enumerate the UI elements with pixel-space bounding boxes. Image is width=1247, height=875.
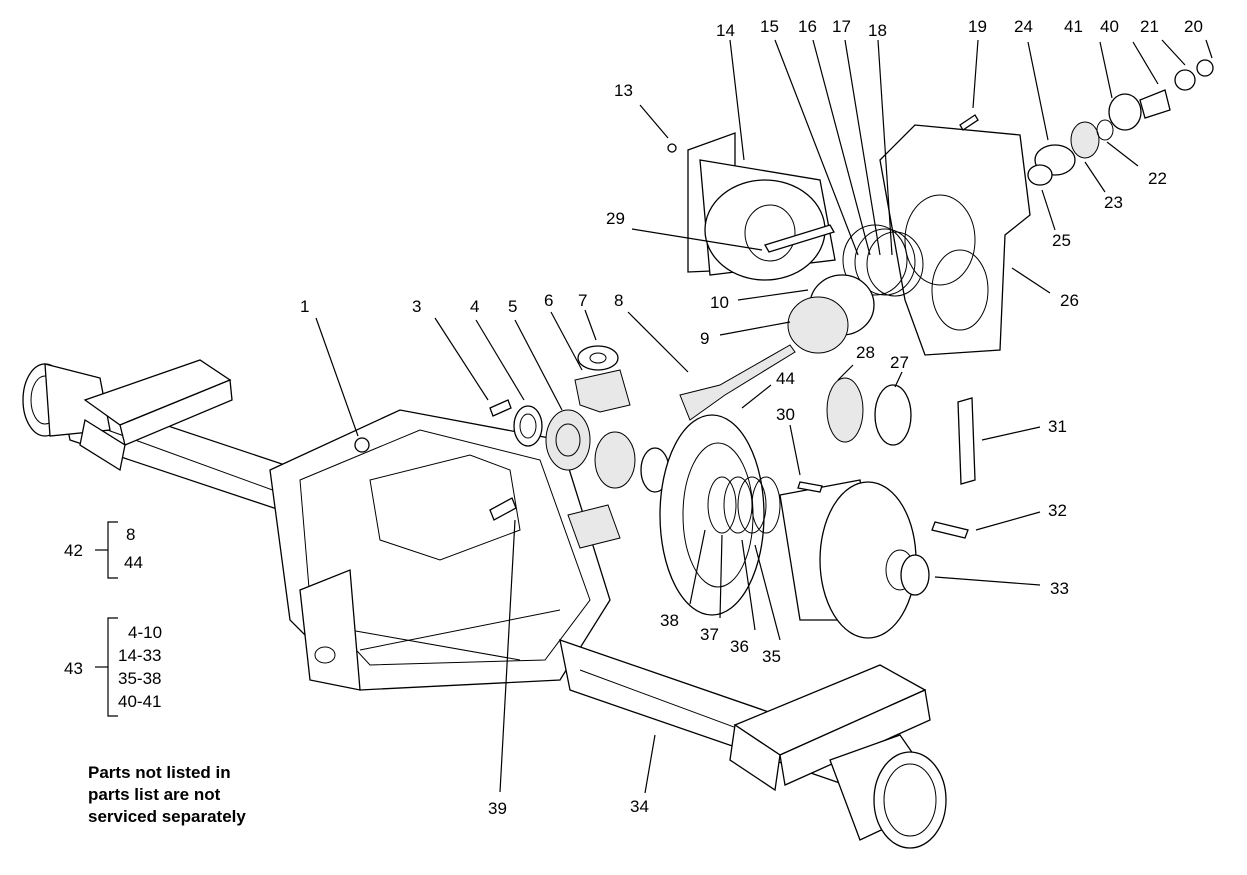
callout-20: 20 [1184, 17, 1203, 36]
callout-19: 19 [968, 17, 987, 36]
service-note-line: parts list are not [88, 785, 221, 804]
callout-21: 21 [1140, 17, 1159, 36]
callout-29: 29 [606, 209, 625, 228]
gear-case-drawing [667, 59, 1214, 356]
callout-23: 23 [1104, 193, 1123, 212]
callout-10: 10 [710, 293, 729, 312]
callout-17: 17 [832, 17, 851, 36]
group-42-label: 42 [64, 541, 83, 560]
callout-34: 34 [630, 797, 649, 816]
callout-37: 37 [700, 625, 719, 644]
callout-7: 7 [578, 291, 587, 310]
leader-lines [95, 39, 1213, 794]
callout-27: 27 [890, 353, 909, 372]
callout-25: 25 [1052, 231, 1071, 250]
callout-32: 32 [1048, 501, 1067, 520]
callout-6: 6 [544, 291, 553, 310]
callout-15: 15 [760, 17, 779, 36]
callout-36: 36 [730, 637, 749, 656]
group-43-item: 40-41 [118, 692, 161, 711]
callout-labels: 1 3 4 5 6 7 8 9 10 13 14 15 16 17 18 19 … [300, 17, 1203, 818]
callout-13: 13 [614, 81, 633, 100]
callout-40: 40 [1100, 17, 1119, 36]
callout-22: 22 [1148, 169, 1167, 188]
callout-8: 8 [614, 291, 623, 310]
group-43-item: 14-33 [118, 646, 161, 665]
group-43-label: 43 [64, 659, 83, 678]
callout-28: 28 [856, 343, 875, 362]
group-42-item: 8 [126, 525, 135, 544]
callout-3: 3 [412, 297, 421, 316]
differential-parts-drawing [489, 344, 976, 639]
callout-31: 31 [1048, 417, 1067, 436]
callout-44: 44 [776, 369, 795, 388]
callout-30: 30 [776, 405, 795, 424]
group-43-item: 35-38 [118, 669, 161, 688]
group-42: 42 8 44 [64, 525, 143, 572]
callout-38: 38 [660, 611, 679, 630]
callout-14: 14 [716, 21, 735, 40]
callout-26: 26 [1060, 291, 1079, 310]
service-note-line: serviced separately [88, 807, 246, 826]
callout-35: 35 [762, 647, 781, 666]
callout-33: 33 [1050, 579, 1069, 598]
group-43-item: 4-10 [128, 623, 162, 642]
service-note-line: Parts not listed in [88, 763, 231, 782]
callout-18: 18 [868, 21, 887, 40]
callout-16: 16 [798, 17, 817, 36]
callout-24: 24 [1014, 17, 1033, 36]
callout-5: 5 [508, 297, 517, 316]
group-43: 43 4-10 14-33 35-38 40-41 [64, 623, 162, 711]
service-note: Parts not listed in parts list are not s… [88, 762, 246, 828]
group-42-item: 44 [124, 553, 143, 572]
callout-1: 1 [300, 297, 309, 316]
axle-housing-drawing [22, 359, 947, 849]
callout-39: 39 [488, 799, 507, 818]
callout-4: 4 [470, 297, 479, 316]
callout-41: 41 [1064, 17, 1083, 36]
callout-9: 9 [700, 329, 709, 348]
